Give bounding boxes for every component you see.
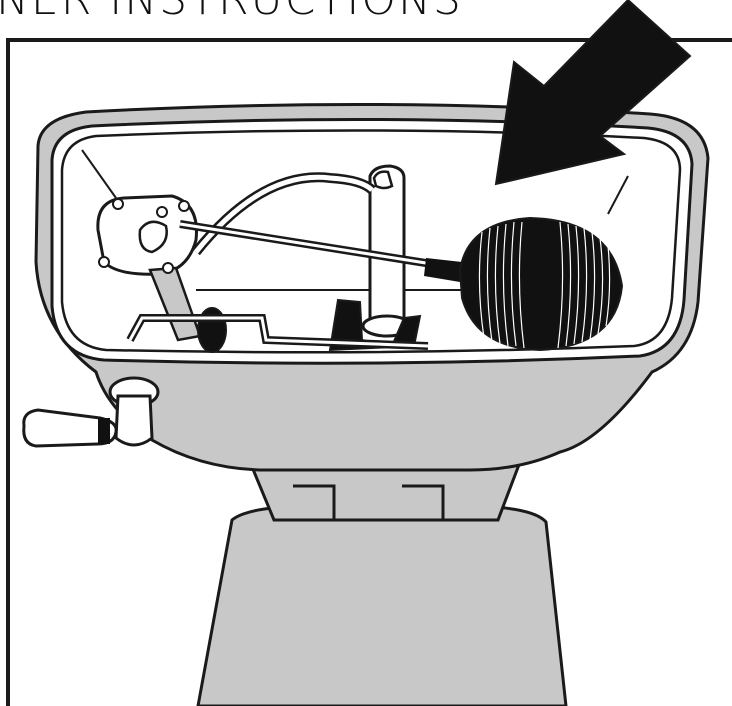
- toilet-pedestal: [198, 506, 566, 706]
- screw: [179, 201, 189, 211]
- overflow-tube: [370, 166, 404, 326]
- float-ball-shape: [460, 218, 622, 350]
- screw: [99, 257, 109, 267]
- flush-handle: [24, 378, 158, 446]
- screw: [163, 263, 173, 273]
- screw: [113, 199, 123, 209]
- handle-collar: [98, 418, 110, 444]
- handle-neck: [116, 396, 152, 445]
- float-ball: [460, 218, 622, 350]
- overflow-tube-notch: [374, 172, 392, 188]
- screw: [157, 207, 167, 217]
